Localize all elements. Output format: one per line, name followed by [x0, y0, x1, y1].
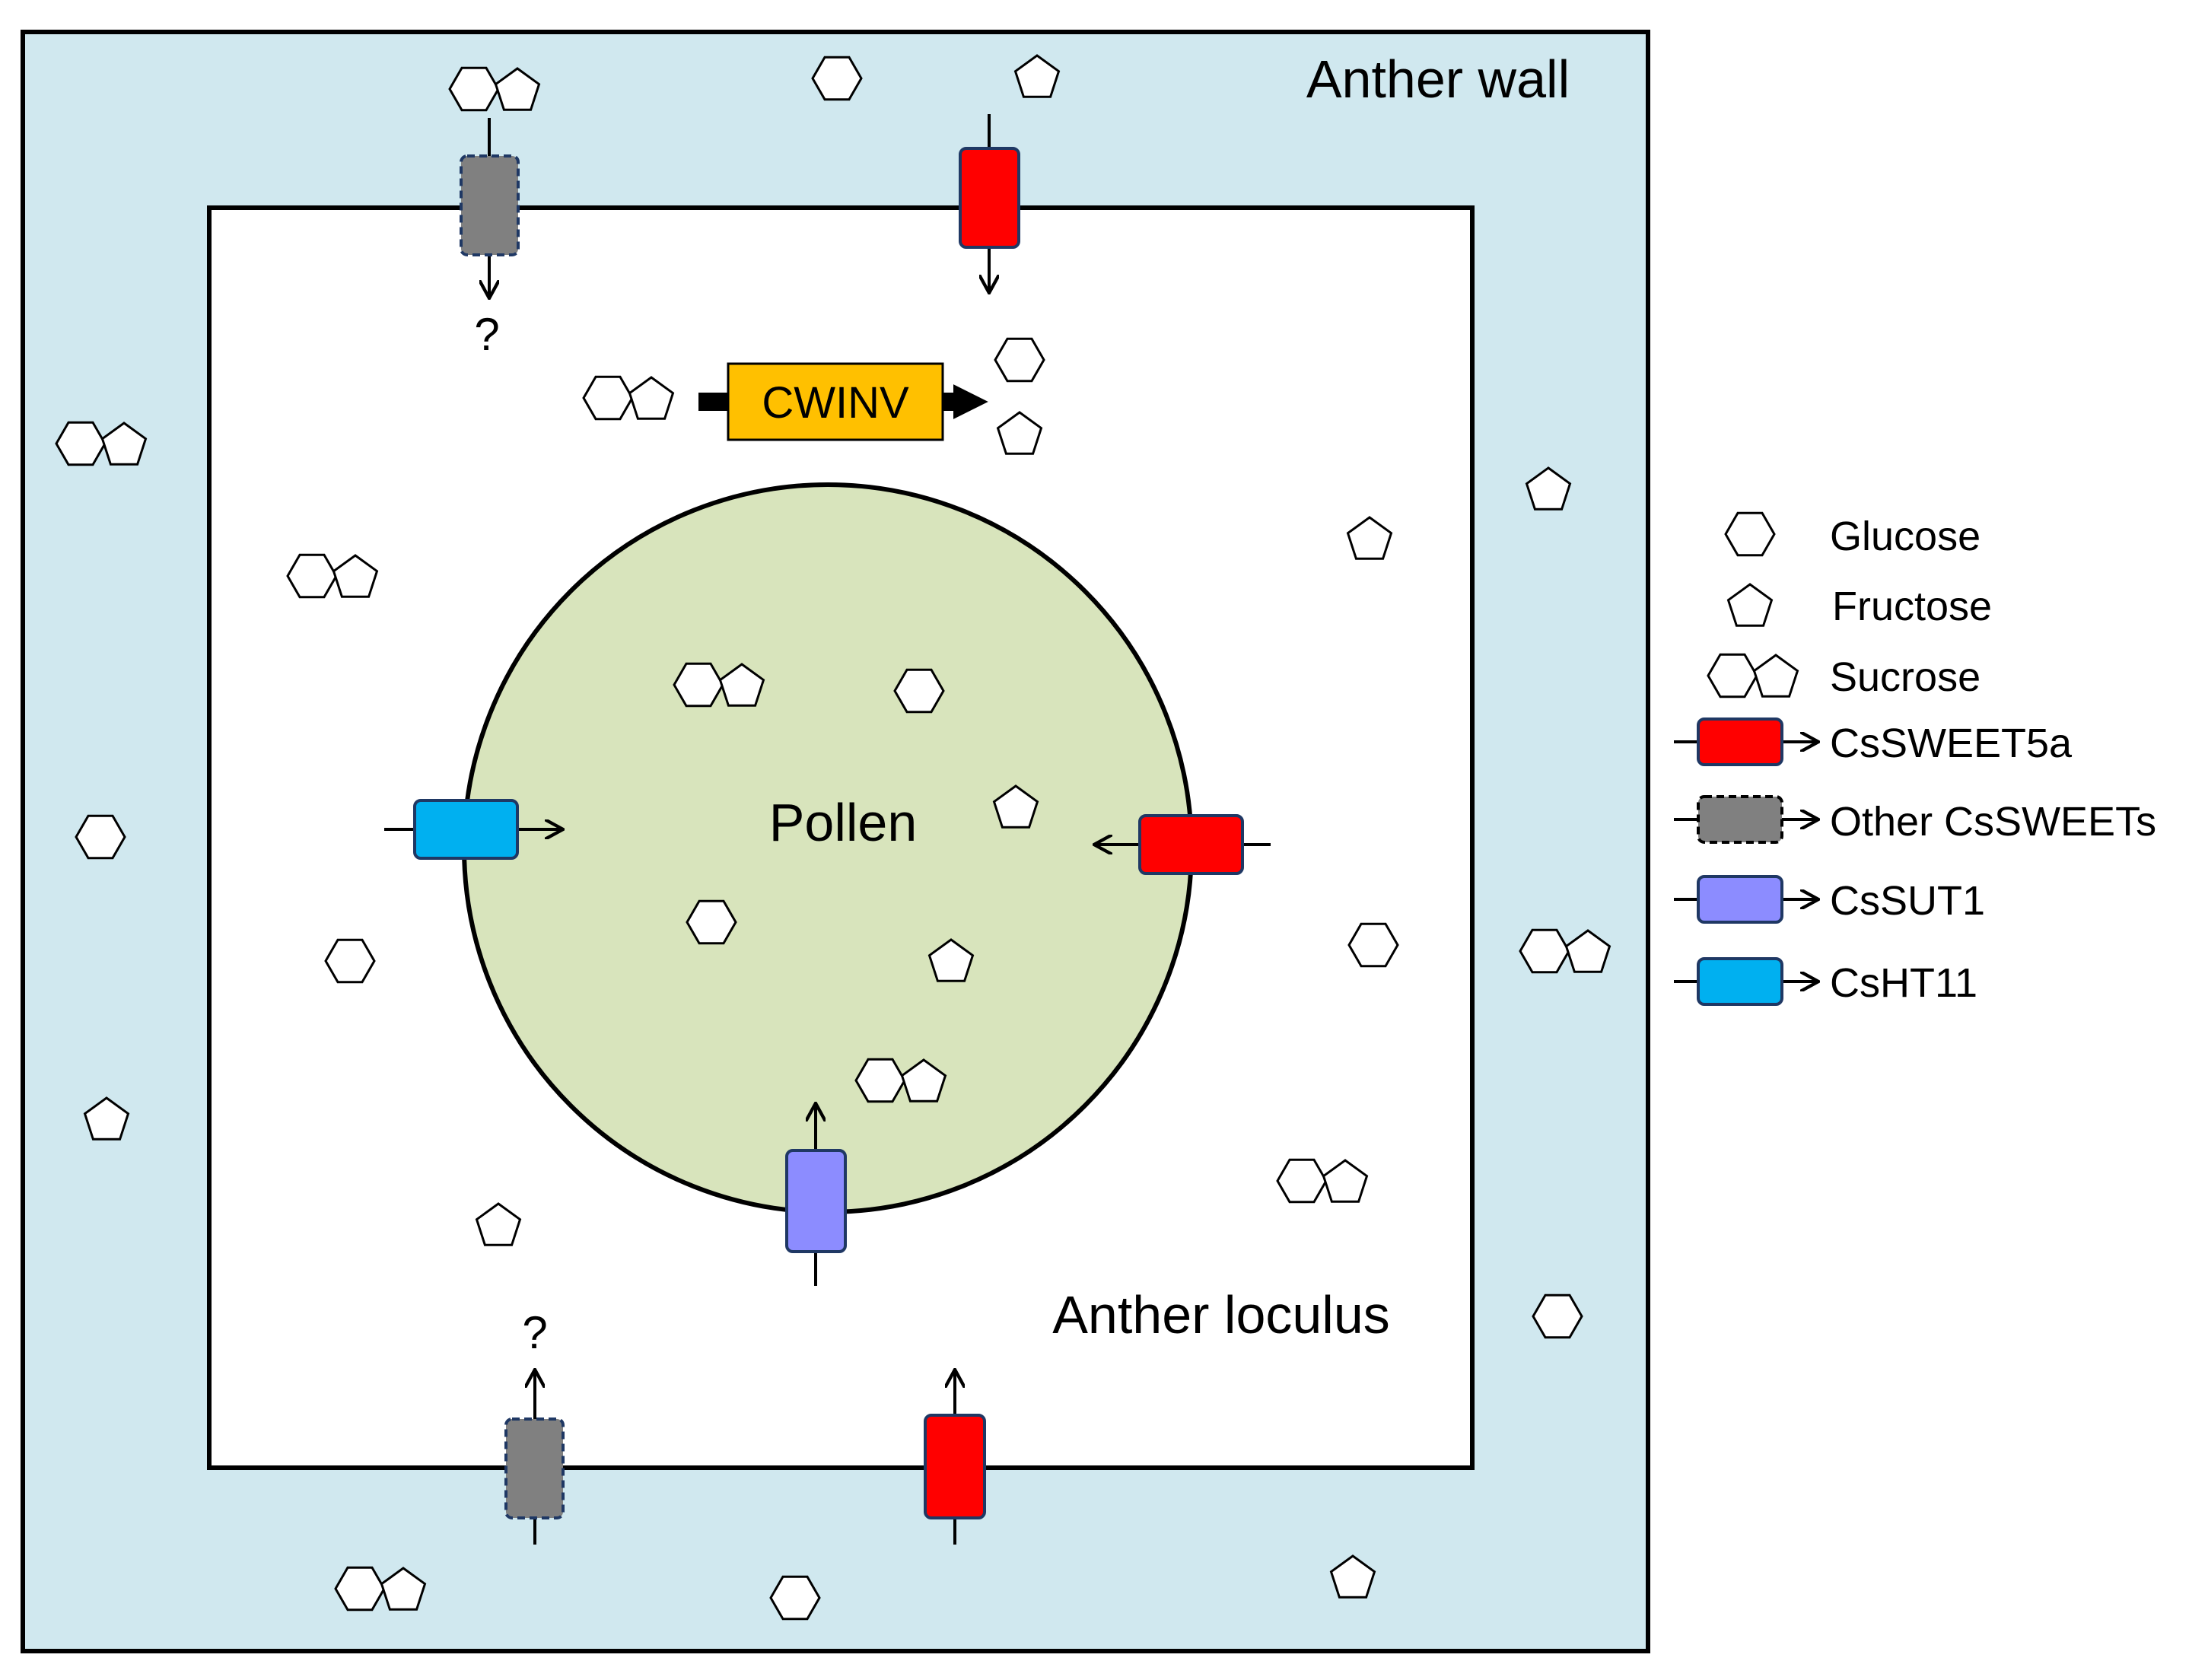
legend-label-sucrose: Sucrose — [1830, 654, 1981, 700]
glucose-molecule — [1347, 922, 1399, 968]
glucose-molecule — [769, 1575, 821, 1621]
legend-label-fructose: Fructose — [1832, 584, 1992, 629]
csht11-pollen — [384, 799, 563, 860]
cssweet5a-bottom — [924, 1370, 986, 1545]
other-cssweet-top — [460, 118, 520, 298]
cssweet5a-pollen — [1094, 814, 1271, 875]
legend-label-cssut1: CsSUT1 — [1830, 878, 1985, 924]
unknown-top-label: ? — [474, 309, 499, 360]
other-cssweet-bottom — [504, 1370, 565, 1545]
legend-label-other-cssweets: Other CsSWEETs — [1830, 799, 2156, 845]
cwinv-box — [727, 362, 944, 441]
glucose-molecule — [811, 56, 863, 101]
legend-fructose-icon — [1727, 583, 1773, 627]
cwinv-label: CWINV — [762, 378, 909, 428]
unknown-bottom-label: ? — [522, 1307, 547, 1358]
glucose-molecule — [1532, 1293, 1583, 1339]
legend-glucose-icon — [1724, 511, 1776, 557]
glucose-molecule — [686, 899, 737, 945]
legend-label-csht11: CsHT11 — [1830, 960, 1977, 1006]
legend-cssut1-icon — [1674, 875, 1818, 924]
glucose-molecule — [893, 668, 945, 714]
glucose-molecule — [324, 938, 376, 984]
legend-label-glucose: Glucose — [1830, 514, 1981, 559]
legend-csht11-icon — [1674, 957, 1818, 1006]
cssut1-pollen — [785, 1103, 847, 1286]
cwinv-reaction: CWINV — [698, 362, 988, 441]
legend-sucrose-icon — [1708, 654, 1798, 696]
legend-cssweet5a-icon — [1674, 718, 1818, 766]
legend: Glucose Fructose Sucrose CsSWEET5a Other… — [1674, 511, 2156, 1006]
legend-label-cssweet5a: CsSWEET5a — [1830, 721, 2073, 766]
cssweet5a-top — [959, 114, 1020, 293]
anther-loculus-label: Anther loculus — [1052, 1285, 1390, 1344]
glucose-molecule — [75, 814, 126, 860]
anther-wall-label: Anther wall — [1306, 49, 1570, 109]
glucose-molecule — [994, 337, 1045, 383]
legend-other-cssweets-icon — [1674, 795, 1818, 844]
pollen-label: Pollen — [769, 793, 918, 852]
